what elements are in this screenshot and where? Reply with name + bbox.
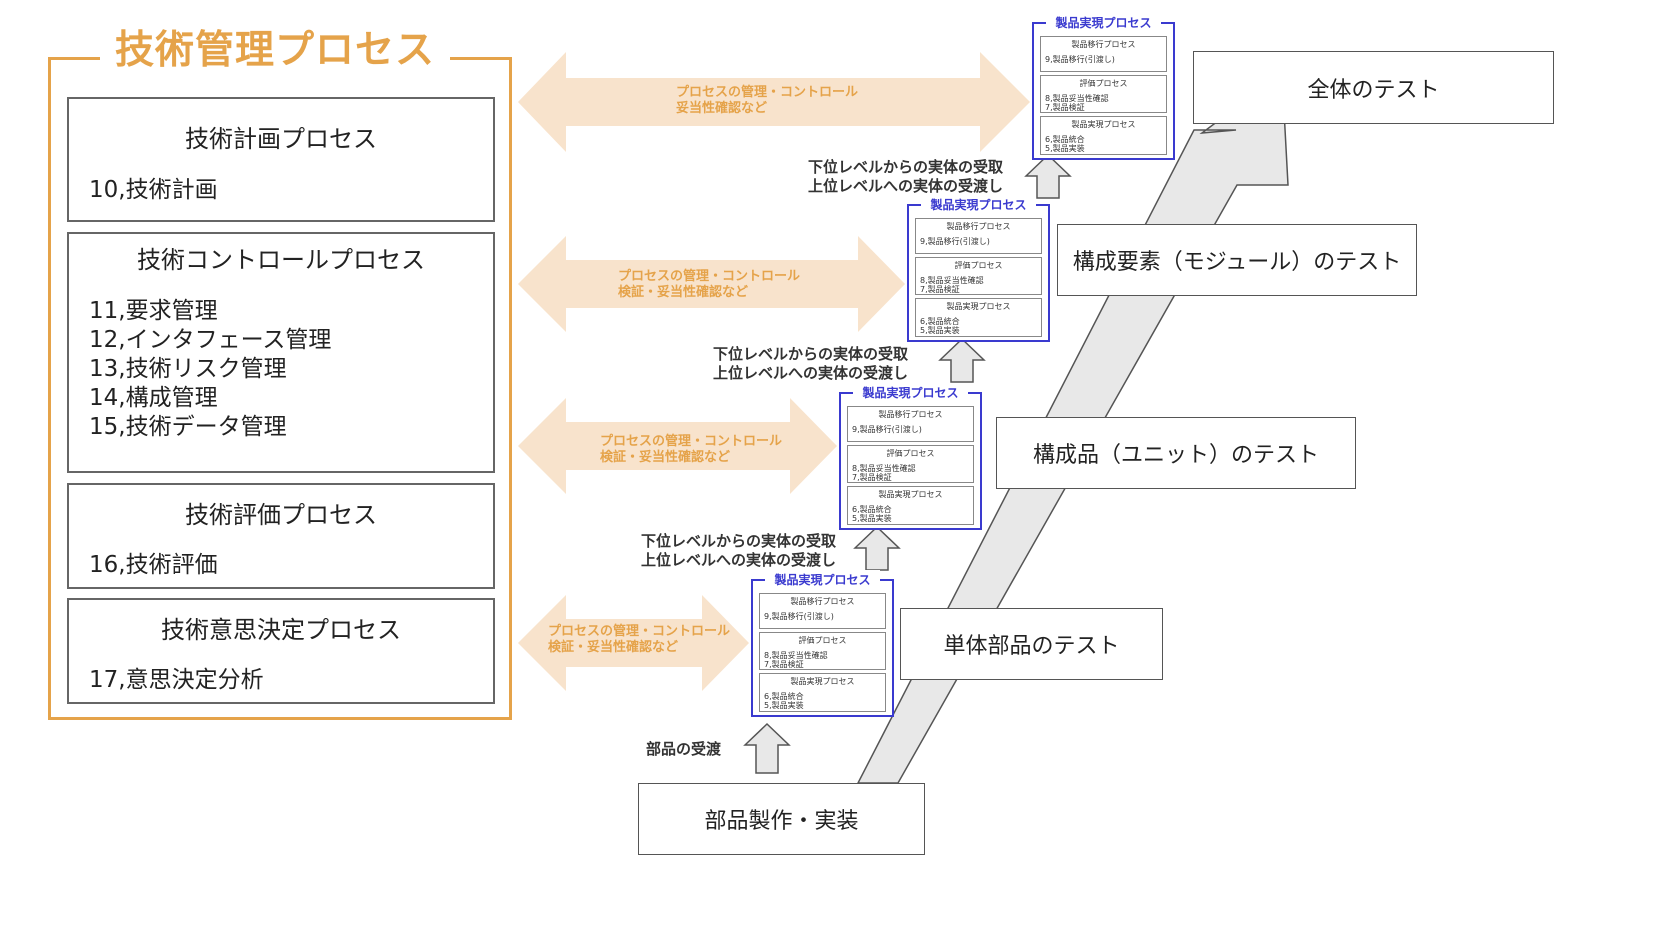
process-item: 14,構成管理 <box>89 385 218 411</box>
process-item: 11,要求管理 <box>89 298 218 324</box>
up-arrow-level-3 <box>1024 153 1072 199</box>
process-item: 17,意思決定分析 <box>89 667 264 693</box>
transfer-label-2: 下位レベルからの実体の受取 上位レベルへの実体の受渡し <box>713 345 909 382</box>
pr-section-transition: 製品移行プロセス 9,製品移行(引渡し) <box>847 406 974 442</box>
arrow-label-1: プロセスの管理・コントロール 妥当性確認など <box>676 85 859 116</box>
process-title: 技術コントロールプロセス <box>137 246 425 274</box>
pr-section-transition: 製品移行プロセス 9,製品移行(引渡し) <box>915 218 1042 254</box>
process-title: 技術計画プロセス <box>185 125 377 153</box>
pr-section-evaluation: 評価プロセス 8,製品妥当性確認 7,製品検証 <box>847 445 974 483</box>
pr-section-realization: 製品実現プロセス 6,製品統合 5,製品実装 <box>1040 116 1167 155</box>
process-items: 17,意思決定分析 <box>89 666 264 695</box>
orange-double-arrow-4 <box>518 595 749 691</box>
transfer-label-3: 下位レベルからの実体の受取 上位レベルへの実体の受渡し <box>808 158 1004 195</box>
pr-section-realization: 製品実現プロセス 6,製品統合 5,製品実装 <box>915 298 1042 337</box>
process-items: 11,要求管理 12,インタフェース管理 13,技術リスク管理 14,構成管理 … <box>89 297 331 442</box>
process-box-control: 技術コントロールプロセス 11,要求管理 12,インタフェース管理 13,技術リ… <box>67 232 495 473</box>
product-realization-title: 製品実現プロセス <box>853 383 968 403</box>
process-item: 12,インタフェース管理 <box>89 327 332 353</box>
up-arrow-level-2 <box>938 337 986 383</box>
arrow-label-2: プロセスの管理・コントロール 検証・妥当性確認など <box>618 269 801 300</box>
technical-management-title: 技術管理プロセス <box>100 22 450 80</box>
process-box-assessment: 技術評価プロセス 16,技術評価 <box>67 483 495 589</box>
pr-section-transition: 製品移行プロセス 9,製品移行(引渡し) <box>759 593 886 629</box>
part-test-box: 単体部品のテスト <box>900 608 1163 680</box>
orange-double-arrow-1 <box>518 52 1030 152</box>
transfer-label-1: 下位レベルからの実体の受取 上位レベルへの実体の受渡し <box>641 532 837 569</box>
process-title: 技術評価プロセス <box>185 501 377 529</box>
product-realization-box-unit: 製品実現プロセス 製品移行プロセス 9,製品移行(引渡し) 評価プロセス 8,製… <box>839 383 982 530</box>
process-items: 16,技術評価 <box>89 551 218 580</box>
process-box-decision: 技術意思決定プロセス 17,意思決定分析 <box>67 598 495 704</box>
arrow-label-3: プロセスの管理・コントロール 検証・妥当性確認など <box>600 434 783 465</box>
pr-section-evaluation: 評価プロセス 8,製品妥当性確認 7,製品検証 <box>1040 75 1167 113</box>
product-realization-title: 製品実現プロセス <box>921 195 1036 215</box>
parts-receive-label: 部品の受渡 <box>646 740 722 758</box>
process-item: 10,技術計画 <box>89 177 218 203</box>
product-realization-box-part: 製品実現プロセス 製品移行プロセス 9,製品移行(引渡し) 評価プロセス 8,製… <box>751 570 894 717</box>
product-realization-box-system: 製品実現プロセス 製品移行プロセス 9,製品移行(引渡し) 評価プロセス 8,製… <box>1032 13 1175 160</box>
product-realization-title: 製品実現プロセス <box>765 570 880 590</box>
orange-double-arrow-2 <box>518 236 905 332</box>
module-test-box: 構成要素（モジュール）のテスト <box>1057 224 1417 296</box>
product-realization-box-module: 製品実現プロセス 製品移行プロセス 9,製品移行(引渡し) 評価プロセス 8,製… <box>907 195 1050 342</box>
process-item: 13,技術リスク管理 <box>89 356 287 382</box>
process-item: 16,技術評価 <box>89 552 218 578</box>
process-title: 技術意思決定プロセス <box>161 616 401 644</box>
unit-test-box: 構成品（ユニット）のテスト <box>996 417 1356 489</box>
arrow-label-4: プロセスの管理・コントロール 検証・妥当性確認など <box>548 624 731 655</box>
pr-section-evaluation: 評価プロセス 8,製品妥当性確認 7,製品検証 <box>915 257 1042 295</box>
pr-section-evaluation: 評価プロセス 8,製品妥当性確認 7,製品検証 <box>759 632 886 670</box>
pr-section-realization: 製品実現プロセス 6,製品統合 5,製品実装 <box>847 486 974 525</box>
product-realization-title: 製品実現プロセス <box>1046 13 1161 33</box>
up-arrow-parts <box>743 722 791 774</box>
pr-section-realization: 製品実現プロセス 6,製品統合 5,製品実装 <box>759 673 886 712</box>
system-test-box: 全体のテスト <box>1193 51 1554 124</box>
fabrication-box: 部品製作・実装 <box>638 783 925 855</box>
up-arrow-level-1 <box>853 525 901 571</box>
orange-double-arrow-3 <box>518 398 837 494</box>
process-item: 15,技術データ管理 <box>89 414 287 440</box>
process-items: 10,技術計画 <box>89 176 218 205</box>
process-box-planning: 技術計画プロセス 10,技術計画 <box>67 97 495 222</box>
pr-section-transition: 製品移行プロセス 9,製品移行(引渡し) <box>1040 36 1167 72</box>
